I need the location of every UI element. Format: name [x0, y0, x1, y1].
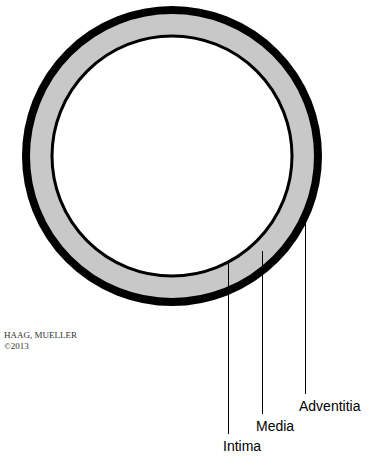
copyright-note: HAAG, MUELLER — [4, 330, 77, 340]
leader-line — [228, 262, 229, 434]
part-label: Media — [256, 418, 294, 434]
intima-ring — [52, 36, 292, 276]
part-label: Intima — [223, 438, 261, 454]
adventitia-ring — [26, 10, 318, 302]
part-label: Adventitia — [299, 398, 360, 414]
leader-line — [262, 251, 263, 414]
copyright-note: ©2013 — [4, 341, 29, 351]
leader-line — [305, 216, 306, 394]
